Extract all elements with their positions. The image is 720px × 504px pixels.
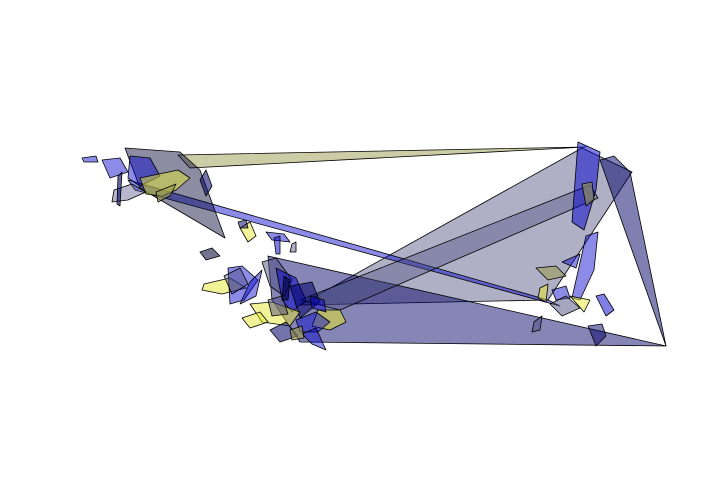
yellow-cluster-9 [241, 311, 269, 329]
blue-left-small [81, 155, 99, 163]
olive-top-right-chip [581, 181, 595, 207]
navy-cluster-16 [281, 275, 291, 301]
navy-right-small-2 [587, 323, 607, 347]
blue-right-small-1 [595, 293, 615, 317]
navy-mid-small-2 [237, 219, 249, 229]
blue-left-fan [101, 157, 129, 179]
grey-left-quad [124, 147, 226, 239]
yellow-right-small-6 [537, 283, 549, 303]
yellow-left-cluster [139, 169, 191, 197]
blue-mid-small-4 [273, 235, 281, 255]
yellow-right-small-9 [569, 295, 591, 313]
slate-right-spike [599, 155, 667, 347]
olive-left-cluster [155, 183, 177, 203]
olive-sliver-top [177, 146, 587, 169]
blue-cluster-2 [227, 265, 259, 305]
grey-mid-band [299, 184, 599, 311]
blue-cluster-17 [309, 295, 327, 313]
grey-cluster-3 [223, 267, 249, 295]
blue-right-small-5 [561, 253, 581, 269]
navy-left-stick [116, 171, 123, 207]
navy-mid-small-6 [199, 247, 221, 261]
grey-cluster-14 [267, 295, 289, 317]
navy-left-blade [199, 169, 213, 197]
large-grey-triangle [299, 147, 633, 306]
olive-right-small-4 [535, 265, 567, 281]
grey-mid-small-5 [289, 241, 297, 253]
grey-right-small-3 [531, 315, 543, 333]
blue-cluster-13 [301, 327, 327, 351]
blue-cluster-4 [239, 269, 263, 305]
navy-cluster-7 [289, 281, 321, 319]
blue-right-column [571, 231, 599, 301]
olive-cluster-15 [289, 325, 305, 341]
